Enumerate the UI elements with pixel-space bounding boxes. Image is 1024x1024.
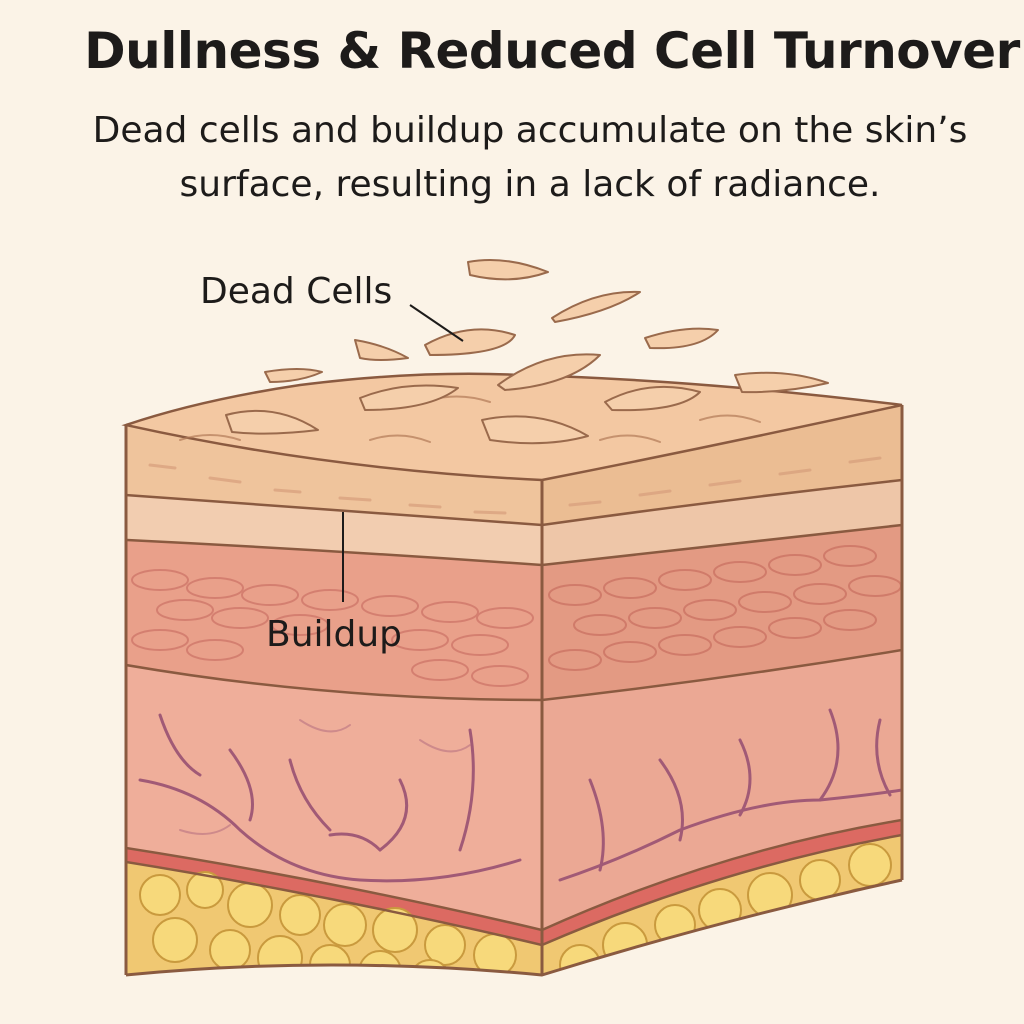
dead-cell-flake xyxy=(734,371,829,394)
dead-cells-label: Dead Cells xyxy=(200,271,392,312)
front-face xyxy=(126,425,542,975)
dead-cell-flake xyxy=(359,384,459,411)
dead-cell-flakes xyxy=(225,258,829,445)
dead-cell-flake xyxy=(424,328,516,356)
side-face xyxy=(542,405,902,975)
dead-cell-flake xyxy=(644,327,719,350)
page-subtitle: Dead cells and buildup accumulate on the… xyxy=(92,110,968,205)
dead-cell-flake xyxy=(264,368,323,383)
dead-cell-flake xyxy=(467,258,549,281)
buildup-label: Buildup xyxy=(266,614,402,655)
dead-cell-flake xyxy=(551,290,641,323)
dead-cell-flake xyxy=(354,339,409,361)
dead-cell-flake xyxy=(497,353,601,391)
dead-cells-leader-line xyxy=(409,304,464,342)
dead-cell-flake xyxy=(604,385,701,412)
page-title: Dullness & Reduced Cell Turnover xyxy=(84,22,1020,80)
dead-cell-flake xyxy=(225,409,319,435)
dead-cell-flake xyxy=(481,415,589,445)
